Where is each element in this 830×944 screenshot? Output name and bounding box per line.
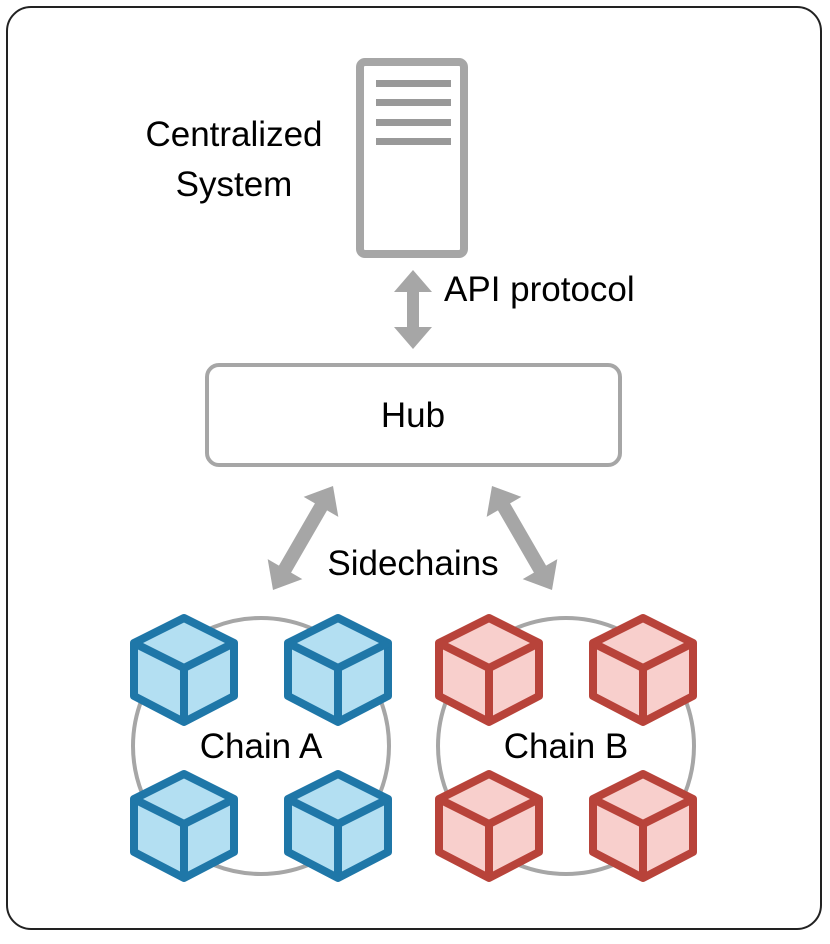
chain-b-cube-icon: [593, 774, 693, 878]
chain-b-label: Chain B: [504, 727, 629, 766]
chain-b-cube-icon: [593, 618, 693, 722]
chain-b-cube-icon: [439, 618, 539, 722]
sidechain-arrow-right: [486, 486, 558, 590]
chain-a-cube-icon: [288, 618, 388, 722]
hub-label: Hub: [381, 396, 445, 435]
chain-a-cube-icon: [134, 618, 234, 722]
api-protocol-label: API protocol: [444, 270, 635, 309]
chain-a-cube-icon: [288, 774, 388, 878]
chain-a-ring: [131, 616, 391, 876]
chain-b-ring: [436, 616, 696, 876]
api-double-arrow: [394, 270, 432, 349]
chain-a-cube-icon: [134, 774, 234, 878]
chain-b-cube-icon: [439, 774, 539, 878]
hub-box: [205, 363, 622, 467]
sidechain-arrow-left: [267, 486, 339, 590]
sidechains-label: Sidechains: [327, 544, 498, 583]
chain-a-label: Chain A: [200, 727, 323, 766]
centralized-system-label-line1: Centralized: [145, 115, 322, 154]
server-icon: [356, 58, 468, 258]
centralized-system-label-line2: System: [176, 165, 293, 204]
